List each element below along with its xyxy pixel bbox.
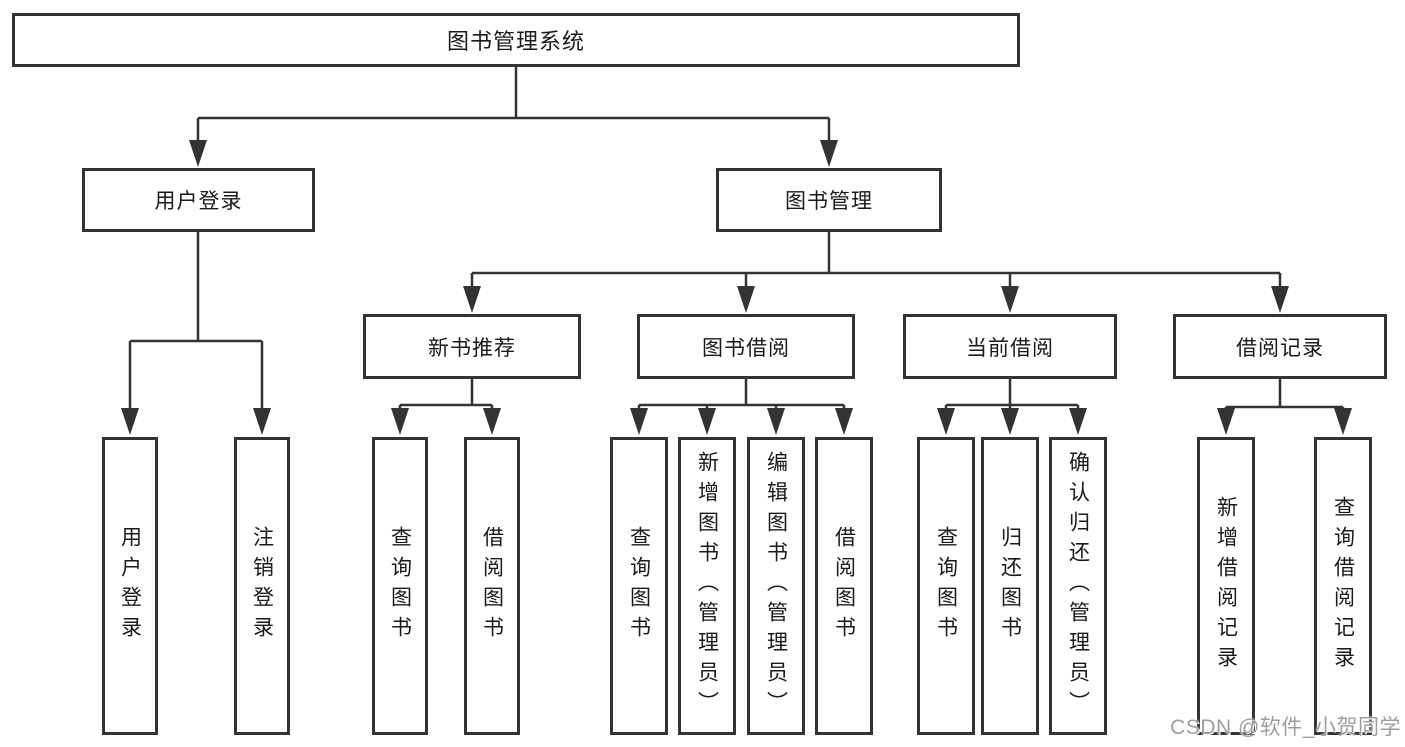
node-borrowing-records: 借阅记录 <box>1173 314 1387 379</box>
leaf-borrow-books-recommend: 借阅图书 <box>464 437 520 735</box>
node-new-book-recommend: 新书推荐 <box>363 314 581 379</box>
node-user-login: 用户登录 <box>82 168 315 232</box>
csdn-watermark: CSDN @软件_小贺同学 <box>1170 716 1401 739</box>
leaf-add-borrow-record: 新增借阅记录 <box>1197 437 1255 735</box>
leaf-add-books-admin: 新增图书（管理员） <box>678 437 736 735</box>
node-book-management: 图书管理 <box>716 168 942 232</box>
leaf-confirm-return-admin: 确认归还（管理员） <box>1049 437 1107 735</box>
node-library-system: 图书管理系统 <box>12 13 1020 67</box>
leaf-return-books: 归还图书 <box>981 437 1039 735</box>
node-current-borrowing: 当前借阅 <box>903 314 1117 379</box>
leaf-edit-books-admin: 编辑图书（管理员） <box>747 437 805 735</box>
node-book-borrowing: 图书借阅 <box>637 314 855 379</box>
leaf-query-borrow-record: 查询借阅记录 <box>1314 437 1372 735</box>
leaf-borrow-books-borrowing: 借阅图书 <box>815 437 873 735</box>
leaf-query-books-borrowing: 查询图书 <box>610 437 668 735</box>
leaf-query-books-current: 查询图书 <box>917 437 975 735</box>
leaf-user-login: 用户登录 <box>102 437 158 735</box>
leaf-logout: 注销登录 <box>234 437 290 735</box>
leaf-query-books-recommend: 查询图书 <box>372 437 428 735</box>
